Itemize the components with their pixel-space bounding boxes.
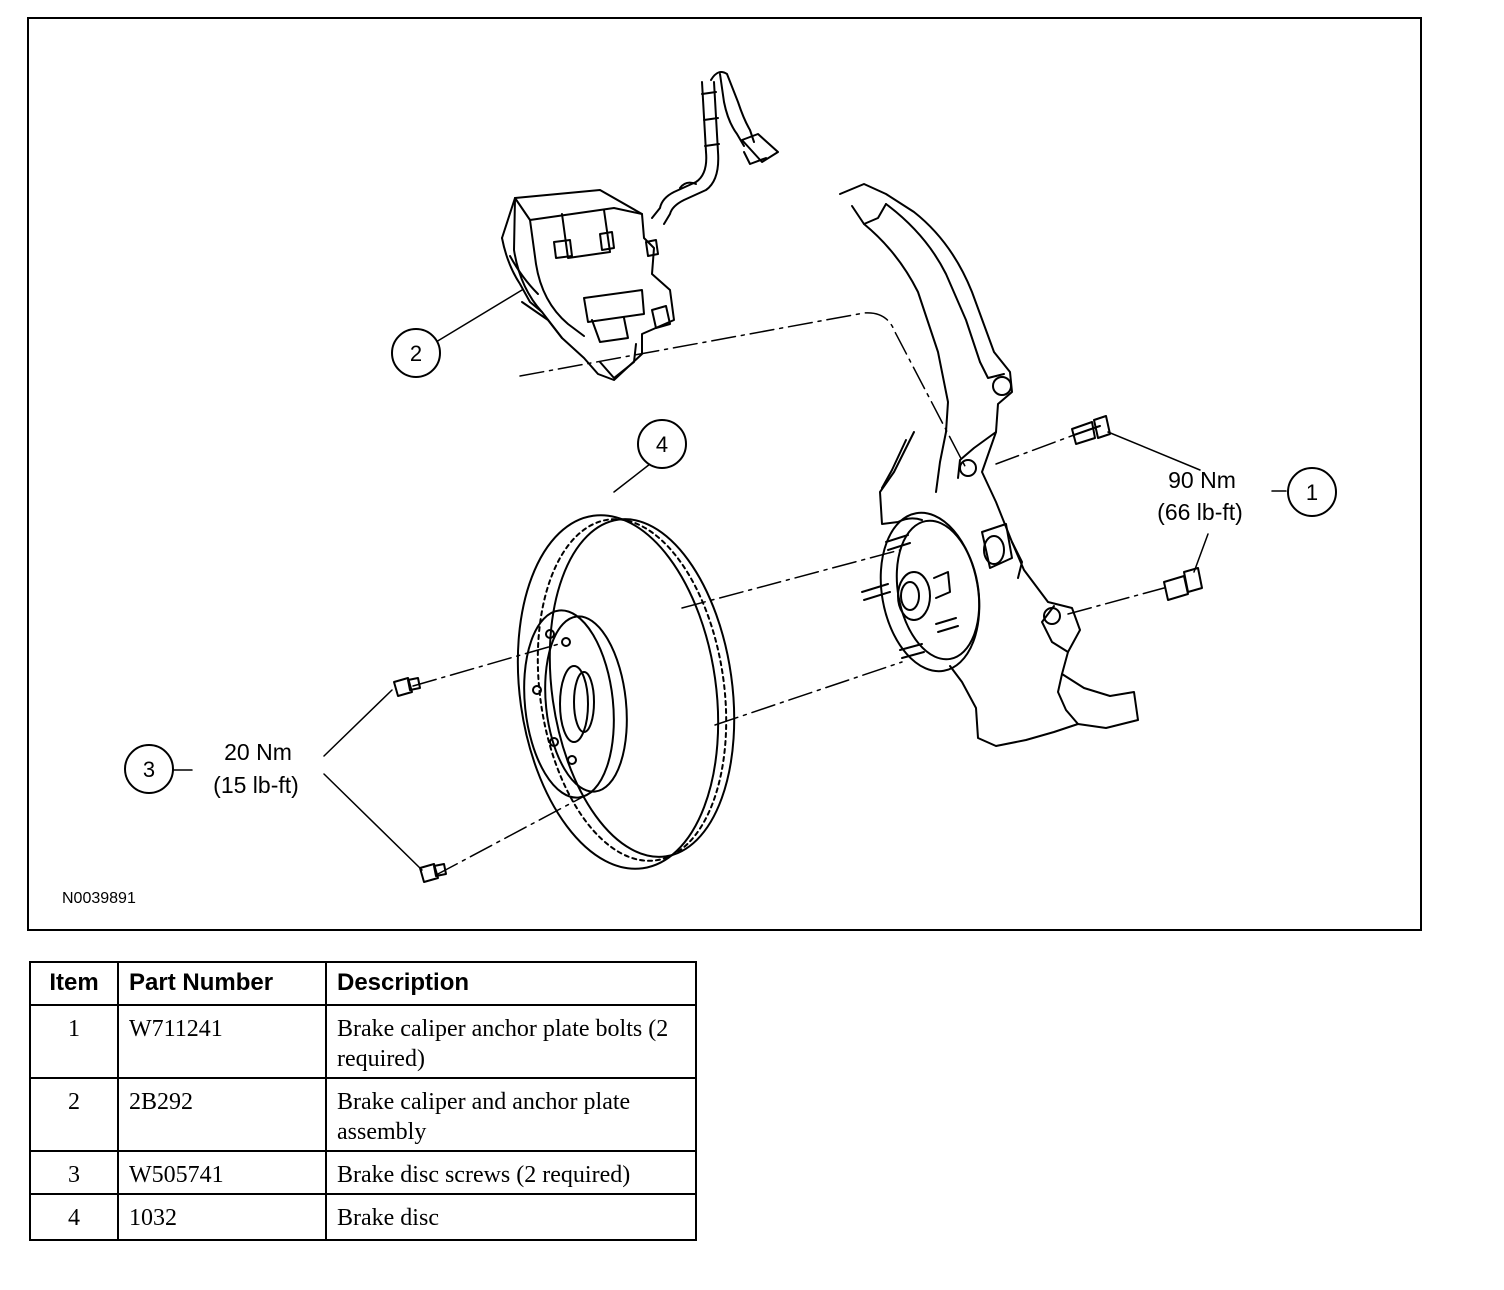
- cell-item: 2: [29, 1077, 119, 1152]
- figure-id-label: N0039891: [62, 890, 136, 907]
- cell-description: Brake caliper anchor plate bolts (2 requ…: [325, 1004, 697, 1079]
- table-row: 2 2B292 Brake caliper and anchor plate a…: [29, 1077, 697, 1152]
- cell-part-number: W711241: [117, 1004, 327, 1079]
- svg-text:3: 3: [143, 757, 155, 782]
- svg-text:2: 2: [410, 341, 422, 366]
- table-row: 4 1032 Brake disc: [29, 1193, 697, 1241]
- steering-knuckle-drawing: [839, 183, 1139, 747]
- parts-table-header: Item Part Number Description: [29, 961, 697, 1006]
- cell-item: 1: [29, 1004, 119, 1079]
- cell-part-number: W505741: [117, 1150, 327, 1195]
- cell-part-number: 2B292: [117, 1077, 327, 1152]
- svg-text:4: 4: [656, 432, 668, 457]
- anchor-bolts-drawing: [1071, 415, 1203, 601]
- table-row: 1 W711241 Brake caliper anchor plate bol…: [29, 1004, 697, 1079]
- svg-text:1: 1: [1306, 480, 1318, 505]
- brake-caliper-drawing: [501, 71, 779, 381]
- cell-description: Brake disc screws (2 required): [325, 1150, 697, 1195]
- callout-bubble-3: 3: [124, 744, 174, 794]
- torque-lbft-item-3: (15 lb-ft): [213, 772, 299, 798]
- torque-nm-item-3: 20 Nm: [224, 739, 292, 765]
- parts-table: Item Part Number Description 1 W711241 B…: [29, 961, 697, 1241]
- brake-disc-drawing: [516, 514, 736, 870]
- brake-assembly-drawing: 1 2 3 4 90 Nm (66 lb-ft) 20 Nm (15 lb-ft…: [62, 71, 1337, 907]
- callout-bubble-4: 4: [637, 419, 687, 469]
- header-part-number: Part Number: [117, 961, 327, 1006]
- torque-lbft-item-1: (66 lb-ft): [1157, 499, 1243, 525]
- cell-item: 3: [29, 1150, 119, 1195]
- callout-bubble-1: 1: [1287, 467, 1337, 517]
- leader-lines: [173, 289, 1287, 871]
- exploded-view-figure: 1 2 3 4 90 Nm (66 lb-ft) 20 Nm (15 lb-ft…: [27, 17, 1422, 931]
- callout-bubble-2: 2: [391, 328, 441, 378]
- cell-description: Brake caliper and anchor plate assembly: [325, 1077, 697, 1152]
- disc-screws-drawing: [393, 677, 447, 883]
- header-item: Item: [29, 961, 119, 1006]
- cell-part-number: 1032: [117, 1193, 327, 1241]
- header-description: Description: [325, 961, 697, 1006]
- table-row: 3 W505741 Brake disc screws (2 required): [29, 1150, 697, 1195]
- cell-item: 4: [29, 1193, 119, 1241]
- assembly-center-lines: [412, 312, 1165, 876]
- torque-nm-item-1: 90 Nm: [1168, 467, 1236, 493]
- cell-description: Brake disc: [325, 1193, 697, 1241]
